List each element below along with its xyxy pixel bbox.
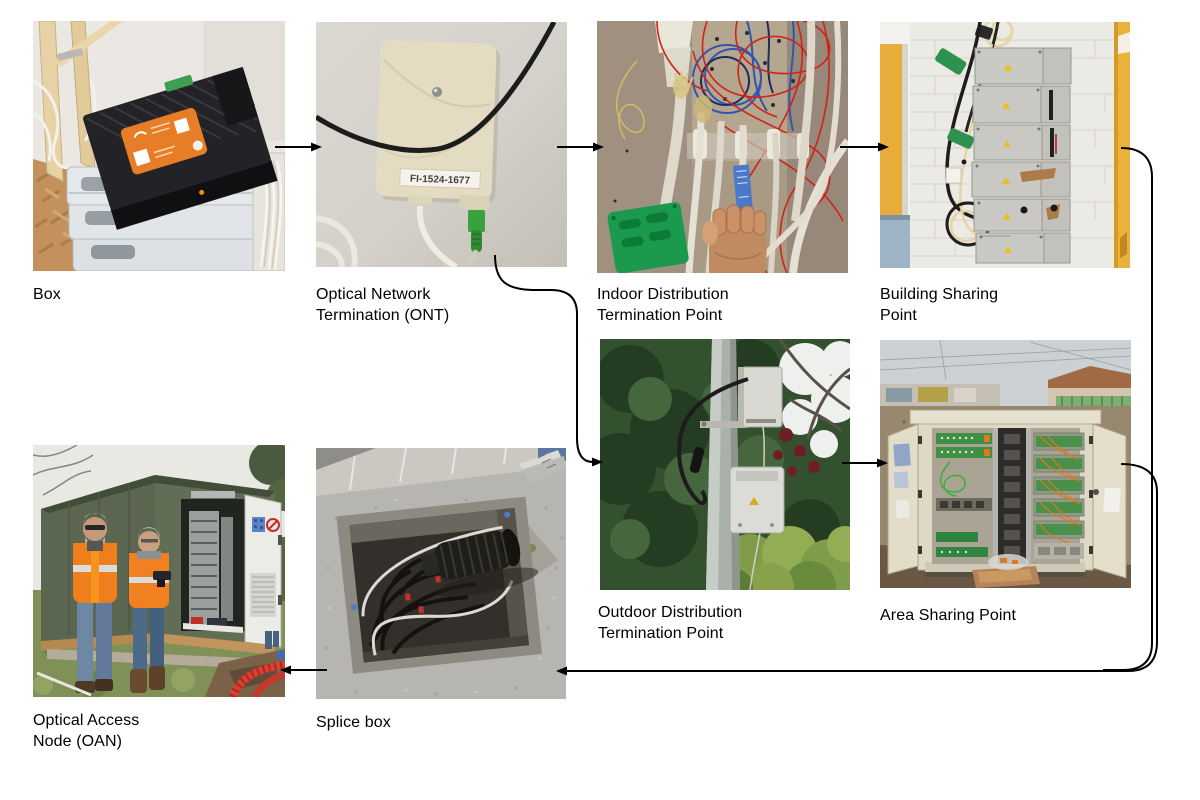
fiber-connector	[462, 210, 485, 267]
odtp-photo	[600, 339, 850, 590]
asp-label: Area Sharing Point	[880, 607, 1017, 624]
green-sleeve-2	[947, 128, 975, 149]
oan-label: Optical Access Node (OAN)	[33, 712, 140, 750]
white-rod	[36, 671, 92, 697]
white-rods	[361, 525, 514, 656]
street-cabinet	[887, 409, 1127, 579]
coiled-cable	[316, 215, 358, 267]
ont-photo: FI-1524-1677	[316, 22, 567, 267]
green-plate	[607, 202, 689, 273]
drill	[153, 571, 171, 587]
ont-device-tag: FI-1524-1677	[410, 174, 471, 187]
screw-holes	[613, 31, 795, 229]
pit	[336, 496, 542, 674]
distribution-boxes	[971, 47, 1072, 264]
ont-box: FI-1524-1677	[375, 40, 501, 210]
worker-1	[73, 512, 117, 693]
white-cable	[416, 205, 458, 267]
router	[83, 66, 278, 230]
splice-photo	[316, 448, 566, 699]
yellow-door	[1114, 22, 1130, 268]
idtp-label: Indoor Distribution Termination Point	[597, 286, 729, 324]
green-sleeve-1	[935, 48, 967, 75]
main-termination-box	[729, 466, 785, 534]
odtp-label: Outdoor Distribution Termination Point	[598, 604, 743, 642]
splice-label: Splice box	[316, 714, 391, 731]
white-door	[244, 494, 282, 648]
small-termination-box	[738, 366, 783, 428]
idtp-photo	[597, 21, 848, 273]
router-label	[120, 108, 208, 175]
arrow-ont-to-odtp	[494, 254, 594, 463]
rack	[189, 511, 233, 625]
hand	[702, 204, 767, 273]
ont-label: Optical Network Termination (ONT)	[316, 286, 450, 324]
power-lines	[880, 340, 1131, 381]
bsp-label: Building Sharing Point	[880, 286, 999, 324]
yellow-fiber	[616, 60, 645, 140]
blue-label	[733, 164, 753, 214]
oan-photo	[33, 445, 285, 697]
box-label: Box	[33, 286, 61, 303]
asphalt	[324, 498, 564, 696]
cable-spine	[998, 428, 1026, 564]
bare-branches	[33, 445, 94, 496]
asp-photo	[880, 340, 1131, 588]
splice-frays	[673, 70, 712, 123]
hallway	[880, 22, 910, 268]
splice-closure	[390, 528, 539, 597]
trench	[205, 631, 285, 697]
bsp-photo	[880, 22, 1130, 268]
box-photo	[33, 21, 285, 271]
worker-2	[129, 527, 171, 693]
black-fiber-cable	[316, 22, 557, 153]
